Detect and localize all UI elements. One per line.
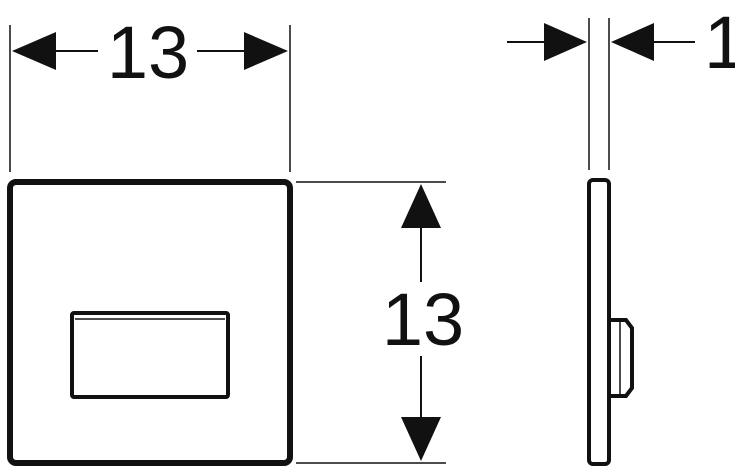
side-view xyxy=(587,178,634,466)
height-dimension-value: 13 xyxy=(382,278,464,361)
side-plate-outline xyxy=(587,178,611,466)
thickness-arrow-left xyxy=(544,23,587,61)
thickness-dimension-value: 1 xyxy=(704,1,735,84)
width-dimension-value: 13 xyxy=(107,11,189,94)
front-view xyxy=(7,179,293,466)
width-dimension: 13 xyxy=(9,11,291,172)
width-arrow-left xyxy=(12,32,56,70)
button-outline xyxy=(70,311,230,399)
width-arrow-right xyxy=(244,32,288,70)
thickness-arrow-right xyxy=(611,23,654,61)
height-arrow-up xyxy=(401,184,441,228)
height-dimension: 13 xyxy=(296,181,464,464)
plate-outline xyxy=(7,179,293,466)
side-button-profile xyxy=(609,318,634,398)
height-arrow-down xyxy=(401,417,441,461)
thickness-dimension: 1 xyxy=(507,1,735,170)
